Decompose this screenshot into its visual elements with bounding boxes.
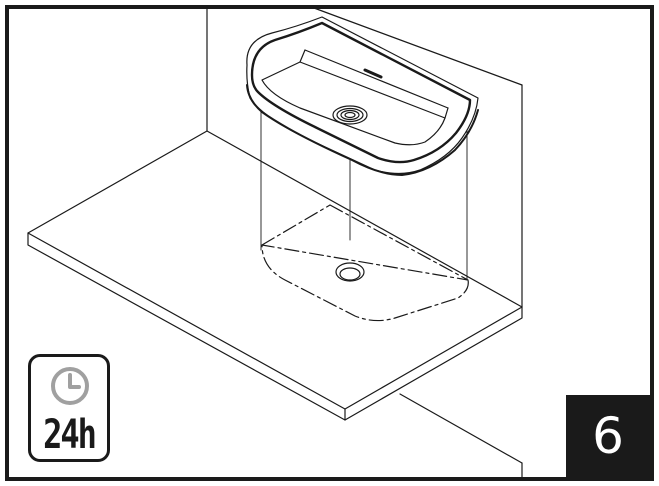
basin-drain [332,105,368,125]
countertop-drain-hole [335,262,365,282]
clock-icon [51,367,89,405]
timer-badge: 24h [28,354,110,462]
wall-lines [206,7,523,479]
countertop-cutout-outline [261,204,469,322]
timer-label: 24h [43,410,97,458]
outer-frame [5,5,654,481]
countertop [27,130,523,421]
step-number: 6 [592,407,624,465]
step-number-badge: 6 [566,395,650,477]
washbasin [246,16,479,176]
